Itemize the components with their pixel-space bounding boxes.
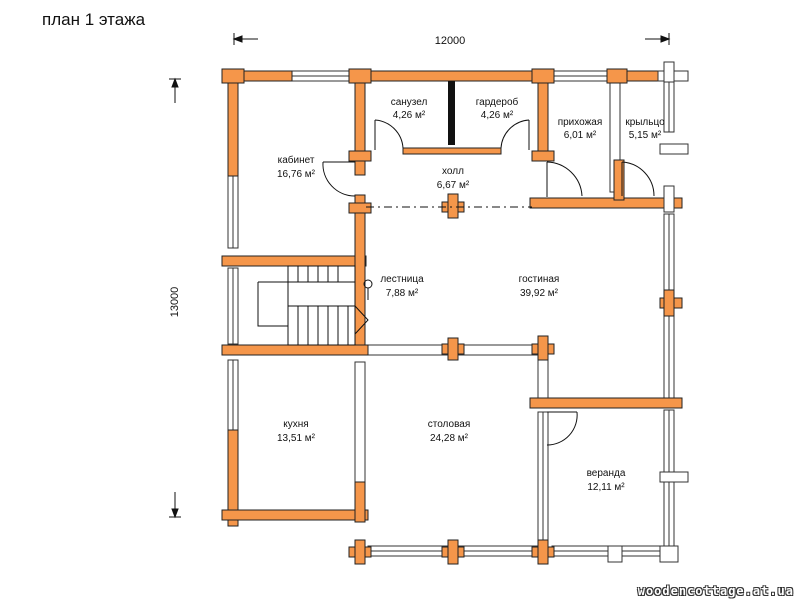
page-title: план 1 этажа	[42, 10, 146, 29]
room-kuhnya-name: кухня	[283, 419, 308, 430]
log-walls	[221, 68, 683, 565]
doors	[322, 119, 655, 446]
room-holl-area: 6,67 м²	[437, 180, 470, 191]
room-prihozhaya-name: прихожая	[558, 117, 603, 128]
room-krylco-area: 5,15 м²	[629, 130, 662, 141]
room-veranda-area: 12,11 м²	[587, 482, 625, 493]
room-kabinet-area: 16,76 м²	[277, 169, 316, 180]
room-prihozhaya-area: 6,01 м²	[564, 130, 597, 141]
room-veranda-name: веранда	[587, 468, 626, 479]
room-kabinet-name: кабинет	[278, 154, 315, 166]
room-lestnica-name: лестница	[380, 274, 424, 285]
height-dimension: 13000	[169, 287, 181, 318]
room-kuhnya-area: 13,51 м²	[277, 433, 316, 444]
room-stolovaya-area: 24,28 м²	[430, 433, 469, 444]
room-stolovaya-name: столовая	[428, 419, 471, 430]
room-gostinaya-name: гостиная	[519, 274, 560, 285]
room-labels: санузел 4,26 м² гардероб 4,26 м² прихожа…	[277, 96, 665, 493]
room-gostinaya-area: 39,92 м²	[520, 288, 559, 299]
width-dimension: 12000	[435, 35, 466, 47]
watermark: woodencottage.at.ua	[637, 584, 794, 598]
room-krylco-name: крыльцо	[625, 117, 665, 128]
partition-wall	[448, 81, 455, 145]
room-sanuzel-area: 4,26 м²	[393, 110, 426, 121]
log-end-caps	[607, 61, 689, 563]
room-holl-name: холл	[442, 166, 464, 177]
room-garderob-area: 4,26 м²	[481, 110, 514, 121]
dimension-lines	[169, 33, 671, 519]
room-lestnica-area: 7,88 м²	[386, 288, 419, 299]
staircase	[257, 265, 373, 346]
room-garderob-name: гардероб	[476, 96, 519, 108]
room-sanuzel-name: санузел	[391, 97, 428, 108]
